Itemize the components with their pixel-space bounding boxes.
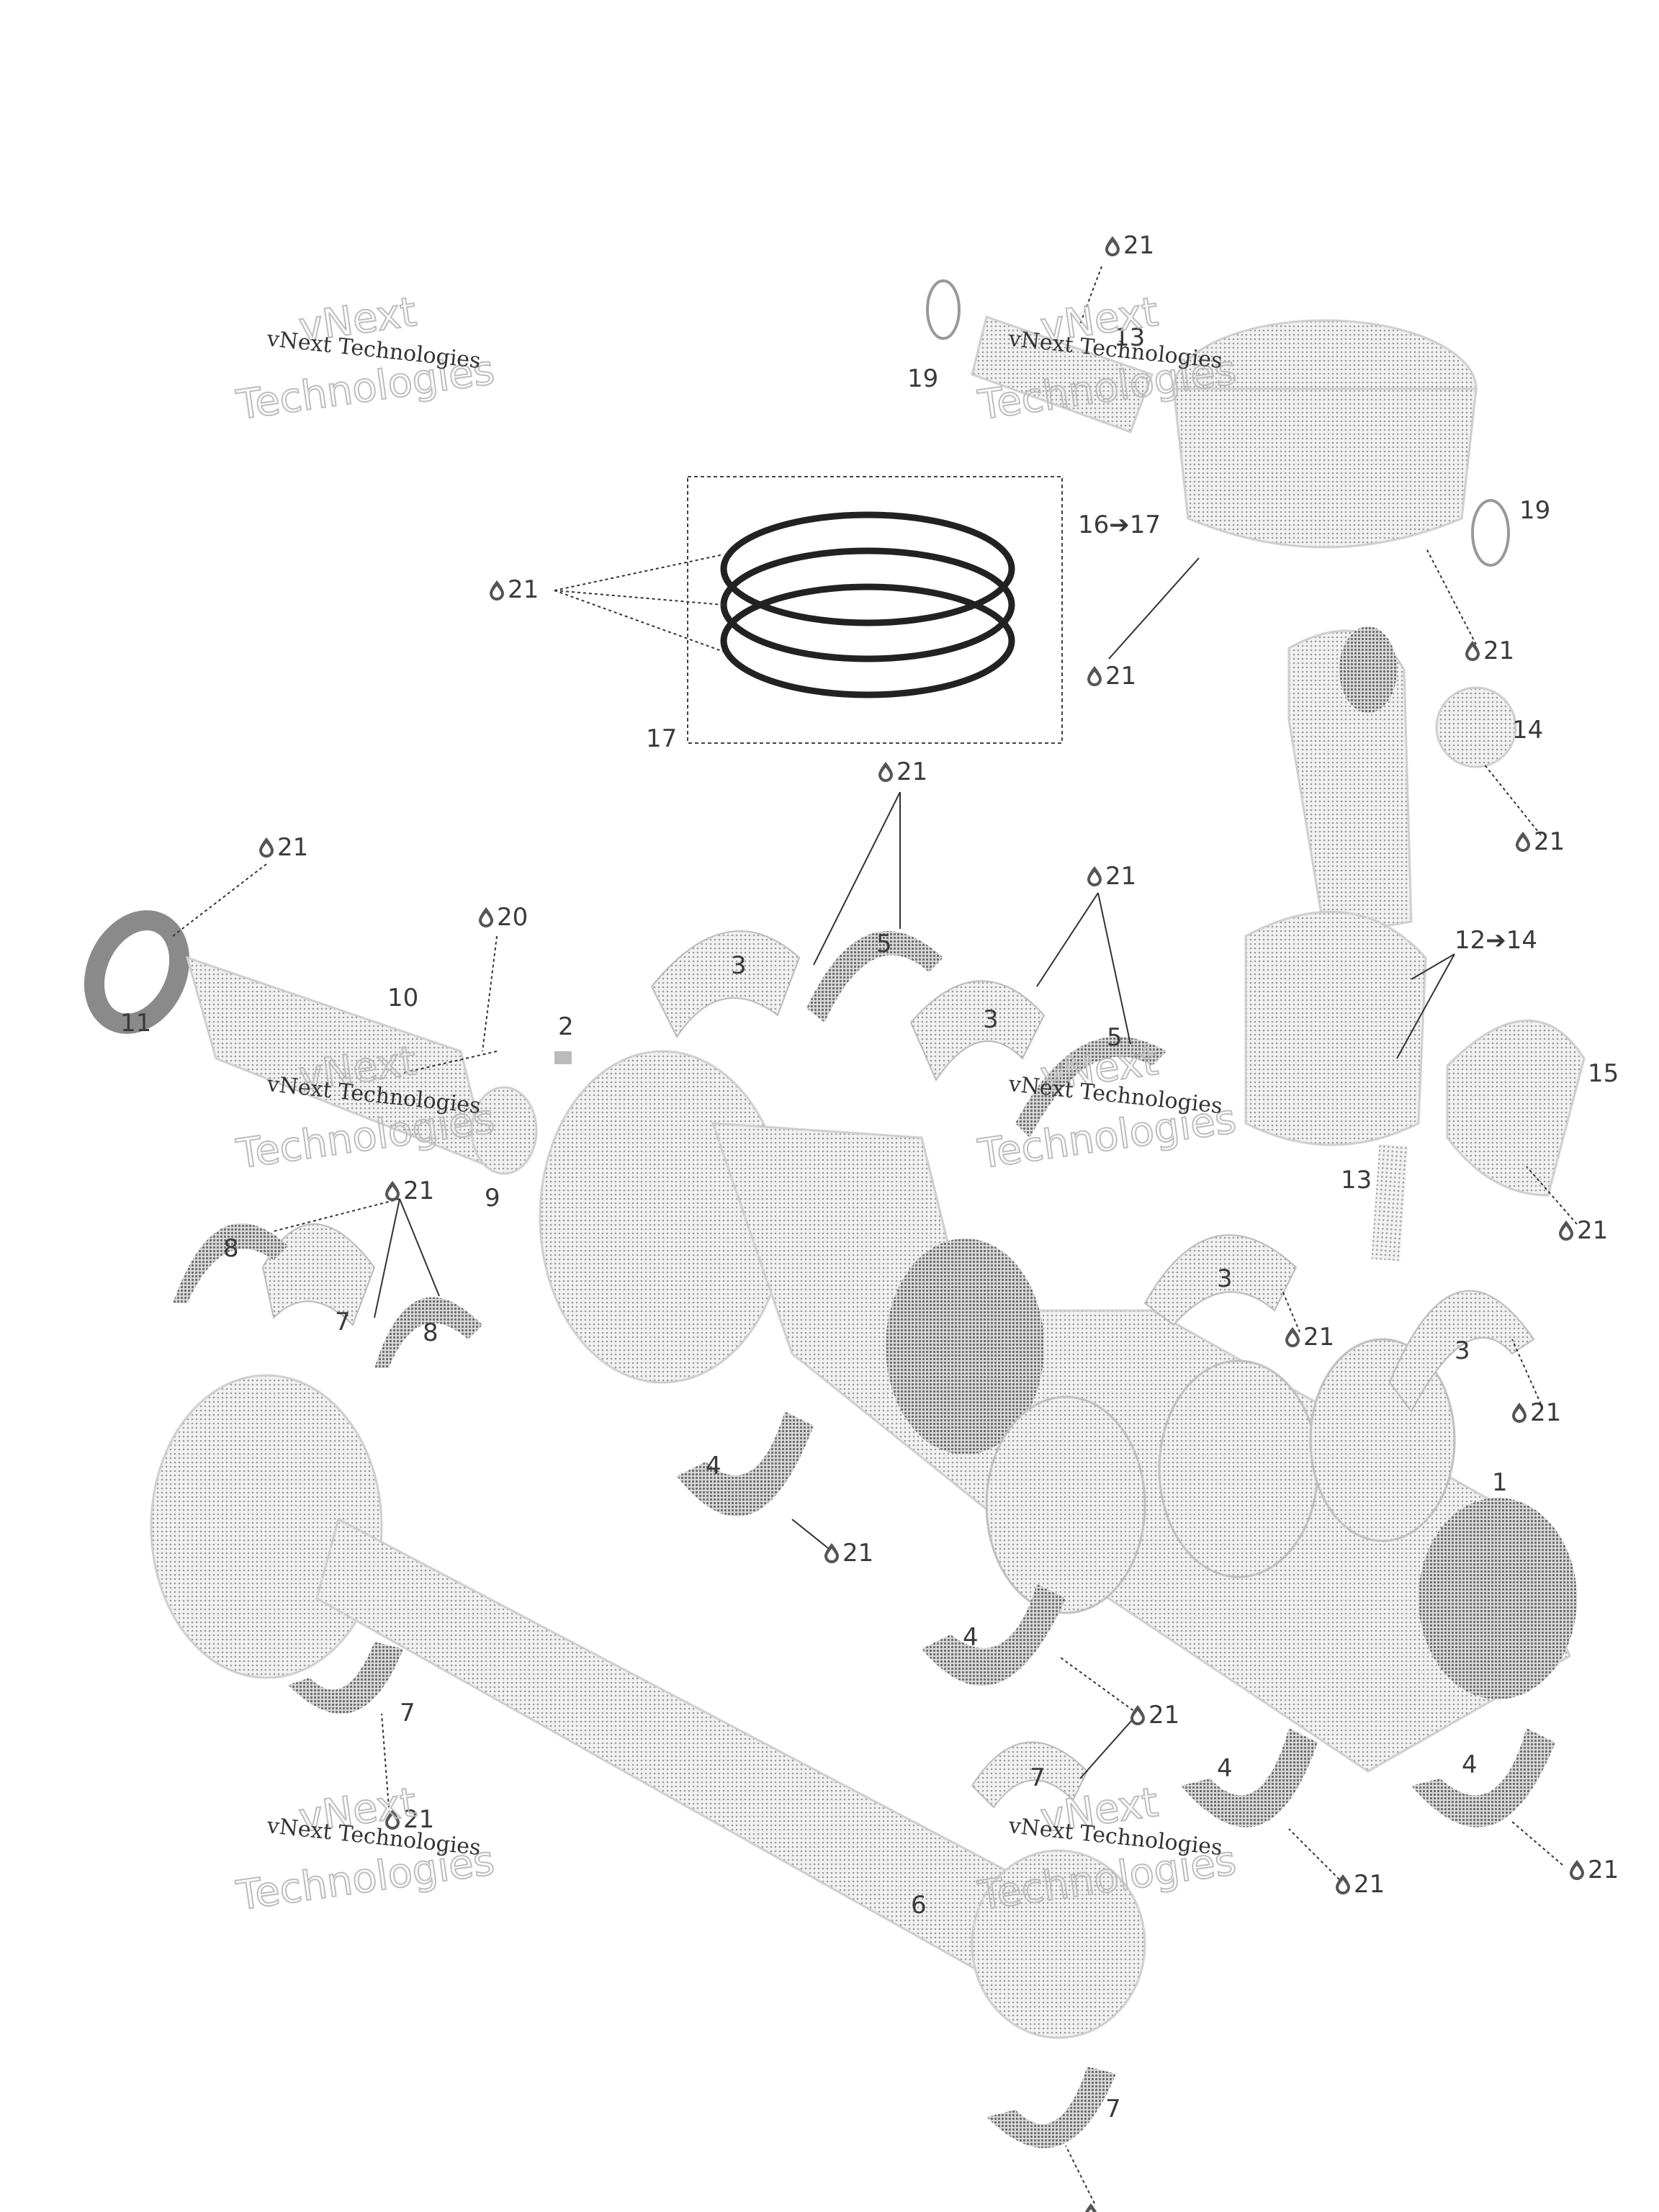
callout-1: 1 (1492, 1468, 1508, 1497)
oil-drop-icon (1559, 1220, 1573, 1241)
callout-5: 5 (876, 930, 892, 958)
shaft-end (470, 1086, 538, 1175)
lubricant-label: 21 (1105, 662, 1136, 691)
lubricant-label: 21 (1577, 1216, 1608, 1245)
callouts: 1 2 3 3 3 3 4 4 4 4 5 5 6 7 7 7 7 8 8 9 … (120, 323, 1619, 2123)
callout-7: 7 (400, 1699, 415, 1727)
oil-drop-icon (259, 837, 274, 858)
woodruff-key (554, 1051, 572, 1064)
callout-16-17: 16➔17 (1078, 511, 1161, 539)
callout-3: 3 (1217, 1264, 1233, 1293)
callout-4: 4 (963, 1623, 979, 1652)
oil-drop-icon (479, 907, 493, 927)
rod-bolt (1371, 1143, 1408, 1262)
oil-drop-icon (490, 580, 504, 601)
callout-15: 15 (1588, 1059, 1619, 1088)
lubricant-label: 21 (1303, 1323, 1334, 1352)
main-bearing-upper-d (1388, 1290, 1535, 1413)
lubricant-label: 21 (1354, 1870, 1385, 1899)
callout-13: 13 (1114, 323, 1145, 352)
connecting-rod (1244, 626, 1427, 1146)
callout-11: 11 (120, 1009, 151, 1038)
leader-lines (172, 266, 1578, 2204)
circlip-right (1471, 499, 1510, 567)
callout-6: 6 (911, 1891, 927, 1920)
callout-19: 19 (1519, 496, 1550, 525)
lubricant-label: 21 (1534, 827, 1565, 856)
callout-3: 3 (983, 1005, 999, 1034)
lubricant-labels: 21 21 21 21 21 21 21 21 20 21 21 21 21 2… (277, 231, 1619, 1899)
callout-13: 13 (1341, 1166, 1372, 1195)
lubricant-label: 21 (1530, 1398, 1561, 1427)
callout-4: 4 (1217, 1754, 1233, 1783)
balance-bearing-lower-a (288, 1642, 403, 1714)
thrust-washer-b (1015, 1036, 1166, 1138)
oil-drop-icon (1087, 666, 1102, 686)
lubricant-label: 21 (1105, 862, 1136, 891)
callout-7: 7 (1030, 1763, 1046, 1792)
callout-14: 14 (1512, 716, 1543, 745)
callout-17: 17 (646, 724, 677, 753)
main-bearing-lower-d (1411, 1728, 1555, 1827)
balance-bearing-upper (261, 1223, 376, 1326)
callout-3: 3 (731, 951, 747, 980)
callout-19: 19 (907, 364, 938, 393)
circlip-left (926, 279, 961, 340)
oil-drop-icon (1512, 1403, 1527, 1423)
lubricant-label: 20 (497, 903, 528, 932)
callout-12-14: 12➔14 (1455, 926, 1537, 955)
oil-drop-icon (1285, 1327, 1300, 1347)
oil-drop-icon (1130, 1705, 1145, 1725)
oil-drop-icon (385, 1181, 400, 1201)
balance-bearing-lower-c (986, 2067, 1116, 2149)
callout-3: 3 (1455, 1336, 1470, 1365)
thrust-washer-a (806, 930, 943, 1022)
oil-drop-icon (1516, 832, 1530, 852)
lubricant-label: 21 (277, 833, 308, 862)
oil-drop-icon (1570, 1860, 1584, 1880)
bushing (1435, 686, 1517, 768)
main-bearing-upper-b (909, 980, 1046, 1082)
lubricant-label: 21 (842, 1539, 873, 1568)
lubricant-label: 21 (403, 1177, 434, 1205)
balance-thrust-left (173, 1223, 288, 1303)
oil-drop-icon (1105, 236, 1120, 256)
oil-drop-icon (1084, 2203, 1098, 2212)
callout-4: 4 (1462, 1750, 1478, 1779)
callout-8: 8 (423, 1318, 439, 1347)
callout-4: 4 (706, 1452, 721, 1480)
lubricant-label: 21 (403, 1805, 434, 1834)
oil-drop-icon (1087, 866, 1102, 886)
callout-8: 8 (223, 1234, 239, 1263)
main-bearing-lower-b (922, 1584, 1066, 1686)
callout-2: 2 (558, 1012, 574, 1041)
piston-rings (720, 511, 1015, 698)
lubricant-label: 21 (1483, 637, 1514, 665)
crankshaft (539, 1050, 1577, 1773)
main-bearing-upper-c (1143, 1234, 1298, 1326)
main-bearing-lower-a (677, 1411, 814, 1516)
callout-5: 5 (1107, 1023, 1123, 1052)
piston-ring-box (687, 476, 1063, 744)
piston (1172, 319, 1478, 549)
oil-drop-icon (878, 762, 893, 782)
callout-9: 9 (485, 1184, 500, 1213)
callout-7: 7 (1105, 2095, 1121, 2123)
main-bearing-upper-a (650, 930, 801, 1038)
oil-seal (84, 910, 190, 1034)
piston-pin (971, 315, 1154, 433)
lubricant-label: 21 (896, 757, 927, 786)
main-bearing-lower-c (1181, 1728, 1318, 1827)
lubricant-label: 21 (1123, 231, 1154, 260)
lubricant-label: 21 (1588, 1856, 1619, 1884)
callout-10: 10 (387, 984, 418, 1012)
balance-shaft (150, 1374, 1146, 2039)
oil-drop-icon (1465, 641, 1480, 661)
callout-7: 7 (335, 1308, 351, 1336)
rod-bearing (1446, 1019, 1586, 1197)
lubricant-label: 21 (508, 575, 539, 604)
lubricant-label: 21 (1148, 1701, 1179, 1730)
balance-thrust-right (374, 1297, 482, 1368)
